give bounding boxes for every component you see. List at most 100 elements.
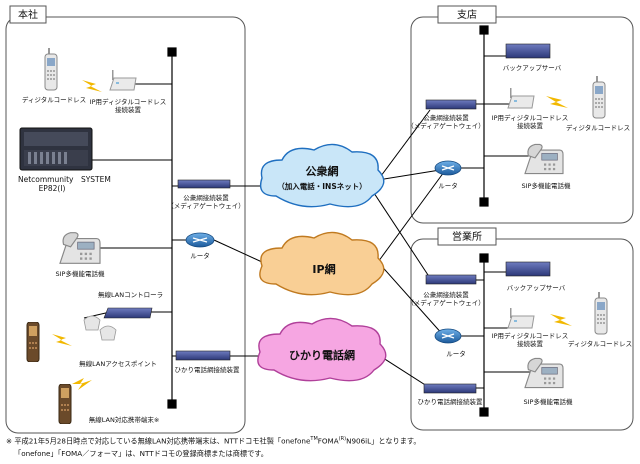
hq-wlan-controller: 無線LANコントローラ <box>98 290 163 319</box>
desk-phone-icon <box>59 232 101 264</box>
branch-ip-cordless-label1: IP用ディジタルコードレス <box>492 113 569 122</box>
hq-hikari-gateway: ひかり電話網接続装置 <box>175 350 241 374</box>
sales-backup-server-label: バックアップサーバ <box>507 284 566 292</box>
gateway-icon <box>425 99 477 110</box>
branch-sip-phone: SIP多機能電話機 <box>522 143 571 190</box>
hq-ip-cordless-label1: IP用ディジタルコードレス <box>90 97 167 106</box>
wireless-bolt-icon <box>52 334 72 346</box>
hq-digital-cordless-label: ディジタルコードレス <box>22 95 86 104</box>
branch-ip-cordless-base: IP用ディジタルコードレス 接続装置 <box>492 88 569 130</box>
cordless-phone-icon <box>594 292 608 335</box>
hikari-network-label: ひかり電話網 <box>289 348 355 362</box>
public-network-label: 公衆網 <box>306 164 339 178</box>
sales-sip-phone-label: SIP多機能電話機 <box>524 397 573 406</box>
hq-access-points: 無線LANアクセスポイント <box>79 315 157 368</box>
public-network-sublabel: （加入電話・INSネット） <box>277 181 366 191</box>
footnote-line1: ※ 平成21年5月28日時点で対応している無線LAN対応携帯端末は、NTTドコモ… <box>6 436 421 446</box>
server-icon <box>505 261 551 277</box>
sales-title: 営業所 <box>452 230 482 243</box>
hq-wlan-controller-label: 無線LANコントローラ <box>98 290 163 299</box>
footnote-text-b: FOMA <box>317 436 339 446</box>
gateway-icon <box>425 274 477 285</box>
sales-gateway-label2: （メディアゲートウェイ） <box>407 298 485 307</box>
sales-digital-cordless: ディジタルコードレス <box>568 292 632 348</box>
hq-wlan-terminal-label: 無線LAN対応携帯端末※ <box>89 415 160 424</box>
sales-gateway-label1: 公衆網接続装置 <box>423 290 469 299</box>
hq-gateway-label1: 公衆網接続装置 <box>183 193 229 202</box>
branch-ip-cordless-label2: 接続装置 <box>517 121 544 130</box>
hq-sip-phone: SIP多機能電話機 <box>56 232 105 278</box>
registered-mark: (R) <box>338 436 347 442</box>
hq-digital-cordless: ディジタルコードレス <box>22 48 86 104</box>
access-point-icon <box>99 325 117 341</box>
hq-router: ルータ <box>185 232 215 260</box>
sales-ip-cordless-base: IP用ディジタルコードレス 接続装置 <box>492 308 569 348</box>
access-point-icon <box>83 315 101 331</box>
hq-pbx: Netcommunity SYSTEM EP82(Ⅰ) <box>18 127 111 193</box>
branch-digital-cordless-label: ディジタルコードレス <box>566 123 630 132</box>
branch-frame: 支店 <box>410 5 634 224</box>
hq-pbx-label2: EP82(Ⅰ) <box>39 184 66 193</box>
mobile-handset-icon <box>58 384 72 424</box>
branch-gateway-label1: 公衆網接続装置 <box>423 113 469 122</box>
connection-lines <box>83 55 530 389</box>
wireless-bolt-icon <box>550 314 572 326</box>
base-station-icon <box>109 70 137 91</box>
wireless-bolt-icon <box>546 96 568 108</box>
branch-backup-server: バックアップサーバ <box>503 43 562 72</box>
desk-phone-icon <box>524 143 564 175</box>
ip-network-label: IP網 <box>312 262 335 276</box>
sales-router-label: ルータ <box>446 349 466 358</box>
wireless-bolt-icon <box>72 378 92 390</box>
hq-ip-cordless-base: IP用ディジタルコードレス 接続装置 <box>90 70 167 114</box>
ip-network-cloud: IP網 <box>259 231 385 296</box>
gateway-icon <box>175 350 231 361</box>
sales-hikari-gateway: ひかり電話網接続装置 <box>418 383 484 406</box>
hq-ip-cordless-label2: 接続装置 <box>115 105 142 114</box>
gateway-icon <box>423 383 477 394</box>
wireless-bolt-icon <box>82 80 102 92</box>
branch-backup-server-label: バックアップサーバ <box>503 64 562 72</box>
hq-hikari-gateway-label: ひかり電話網接続装置 <box>175 365 241 374</box>
sales-digital-cordless-label: ディジタルコードレス <box>568 339 632 348</box>
branch-title: 支店 <box>457 8 477 21</box>
sales-sip-phone: SIP多機能電話機 <box>524 357 573 406</box>
sales-router: ルータ <box>434 328 466 358</box>
sales-ip-cordless-label1: IP用ディジタルコードレス <box>492 331 569 340</box>
cordless-phone-icon <box>44 48 58 91</box>
hq-sip-phone-label: SIP多機能電話機 <box>56 269 105 278</box>
desk-phone-icon <box>524 357 564 389</box>
sales-ip-cordless-label2: 接続装置 <box>517 339 544 348</box>
server-icon <box>505 43 551 59</box>
branch-backbone <box>479 25 489 207</box>
controller-icon <box>103 307 153 319</box>
sales-backup-server: バックアップサーバ <box>505 261 566 292</box>
footnote-text-2: 「onefone」「FOMA／フォーマ」は、NTTドコモの登録商標または商標です… <box>14 449 268 458</box>
base-station-icon <box>507 308 535 329</box>
trademark-mark: TM <box>310 436 318 442</box>
branch-sip-phone-label: SIP多機能電話機 <box>522 181 571 190</box>
base-station-icon <box>507 88 535 109</box>
gateway-icon <box>177 179 231 189</box>
branch-gateway-label2: （メディアゲートウェイ） <box>407 121 485 130</box>
hq-media-gateway: 公衆網接続装置 （メディアゲートウェイ） <box>167 179 245 210</box>
footnote-text-a: 平成21年5月28日時点で対応している無線LAN対応携帯端末は、NTTドコモ社製… <box>14 436 311 446</box>
footnote-line2: 「onefone」「FOMA／フォーマ」は、NTTドコモの登録商標または商標です… <box>14 449 268 459</box>
branch-router-label: ルータ <box>438 181 458 190</box>
cordless-phone-icon <box>592 76 606 119</box>
hq-router-label: ルータ <box>190 251 210 260</box>
branch-router: ルータ <box>434 160 462 190</box>
sales-media-gateway: 公衆網接続装置 （メディアゲートウェイ） <box>407 274 485 307</box>
branch-digital-cordless: ディジタルコードレス <box>566 76 630 132</box>
sales-hikari-gateway-label: ひかり電話網接続装置 <box>418 397 484 406</box>
public-network-cloud: 公衆網 （加入電話・INSネット） <box>259 143 385 208</box>
hq-access-point-label: 無線LANアクセスポイント <box>79 359 157 368</box>
footnote-text-c: N906iL」となります。 <box>346 436 421 446</box>
branch-media-gateway: 公衆網接続装置 （メディアゲートウェイ） <box>407 99 485 130</box>
sales-frame: 営業所 <box>410 227 634 431</box>
hq-pbx-label1: Netcommunity SYSTEM <box>18 175 111 184</box>
hq-backbone <box>167 47 177 409</box>
hq-title: 本社 <box>18 8 38 21</box>
hq-frame: 本社 <box>5 5 246 434</box>
footnote-mark: ※ <box>6 436 13 446</box>
